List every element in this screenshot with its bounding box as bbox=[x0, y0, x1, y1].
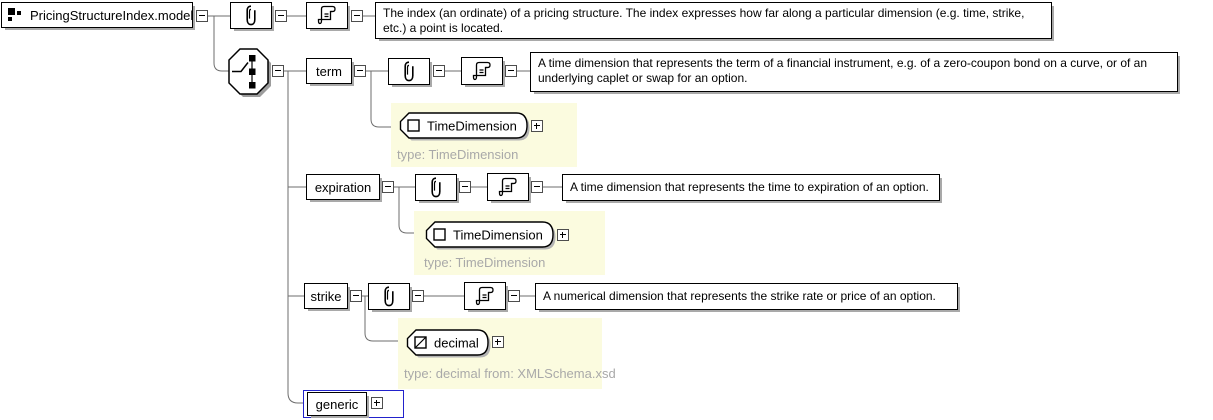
expand-toggle-term-type[interactable] bbox=[531, 120, 543, 132]
documentation-text-strike[interactable]: A numerical dimension that represents th… bbox=[535, 283, 958, 310]
element-term-label: term bbox=[316, 63, 342, 79]
complex-type-square-icon bbox=[433, 228, 446, 241]
collapse-toggle-choice[interactable] bbox=[272, 65, 284, 77]
element-term[interactable]: term bbox=[306, 58, 352, 84]
documentation-text-root[interactable]: The index (an ordinate) of a pricing str… bbox=[375, 2, 1052, 39]
type-note-term: type: TimeDimension bbox=[397, 147, 519, 162]
documentation-scroll-icon bbox=[472, 61, 491, 80]
expand-toggle-strike-type[interactable] bbox=[492, 336, 504, 348]
annotation-node-term[interactable] bbox=[388, 58, 430, 85]
documentation-text-expiration[interactable]: A time dimension that represents the tim… bbox=[562, 174, 940, 201]
collapse-toggle-expiration-annotation[interactable] bbox=[459, 181, 471, 193]
documentation-scroll-icon bbox=[498, 177, 517, 196]
collapse-toggle-term-documentation[interactable] bbox=[505, 65, 517, 77]
type-box-label: TimeDimension bbox=[427, 119, 517, 134]
root-element-label: PricingStructureIndex.model bbox=[30, 7, 194, 23]
type-box-timedimension-expiration[interactable]: TimeDimension bbox=[425, 221, 561, 252]
collapse-toggle-term[interactable] bbox=[354, 65, 366, 77]
documentation-scroll-icon bbox=[317, 5, 336, 25]
simple-type-diagonal-icon bbox=[414, 336, 427, 349]
collapse-toggle-expiration[interactable] bbox=[382, 181, 394, 193]
type-note-expiration: type: TimeDimension bbox=[424, 255, 546, 270]
type-box-label: TimeDimension bbox=[453, 228, 543, 243]
documentation-node-root[interactable] bbox=[306, 2, 348, 29]
element-generic[interactable]: generic bbox=[307, 392, 367, 416]
paperclip-annotation-icon bbox=[246, 5, 256, 26]
type-box-timedimension-term[interactable]: TimeDimension bbox=[399, 112, 535, 143]
collapse-toggle-root[interactable] bbox=[196, 10, 208, 22]
documentation-node-term[interactable] bbox=[461, 57, 503, 85]
type-note-strike: type: decimal from: XMLSchema.xsd bbox=[404, 366, 616, 381]
root-element-pricingstructureindex-model[interactable]: PricingStructureIndex.model bbox=[1, 2, 193, 28]
documentation-text-term[interactable]: A time dimension that represents the ter… bbox=[530, 52, 1178, 92]
collapse-toggle-term-annotation[interactable] bbox=[433, 65, 445, 77]
collapse-toggle-expiration-documentation[interactable] bbox=[531, 181, 543, 193]
collapse-toggle-strike-annotation[interactable] bbox=[412, 290, 424, 302]
annotation-node-root[interactable] bbox=[230, 2, 272, 29]
paperclip-annotation-icon bbox=[404, 61, 414, 82]
documentation-node-strike[interactable] bbox=[464, 282, 506, 310]
type-box-label: decimal bbox=[434, 336, 479, 351]
annotation-node-expiration[interactable] bbox=[415, 174, 457, 201]
expand-toggle-generic[interactable] bbox=[371, 397, 383, 409]
element-strike[interactable]: strike bbox=[304, 283, 348, 309]
annotation-node-strike[interactable] bbox=[368, 283, 410, 310]
element-strike-label: strike bbox=[310, 288, 342, 304]
paperclip-annotation-icon bbox=[384, 286, 394, 307]
collapse-toggle-root-annotation[interactable] bbox=[275, 10, 287, 22]
model-group-icon bbox=[8, 8, 22, 22]
element-expiration[interactable]: expiration bbox=[306, 174, 380, 200]
collapse-toggle-strike-documentation[interactable] bbox=[508, 290, 520, 302]
expand-toggle-expiration-type[interactable] bbox=[557, 229, 569, 241]
complex-type-square-icon bbox=[407, 119, 420, 132]
element-expiration-label: expiration bbox=[314, 179, 372, 195]
element-generic-label: generic bbox=[315, 396, 359, 412]
documentation-scroll-icon bbox=[475, 286, 494, 305]
collapse-toggle-strike[interactable] bbox=[350, 290, 362, 302]
choice-compositor-icon[interactable] bbox=[228, 48, 274, 99]
documentation-node-expiration[interactable] bbox=[487, 173, 529, 201]
type-box-decimal[interactable]: decimal bbox=[406, 329, 496, 360]
paperclip-annotation-icon bbox=[431, 177, 441, 198]
collapse-toggle-root-documentation[interactable] bbox=[351, 10, 363, 22]
